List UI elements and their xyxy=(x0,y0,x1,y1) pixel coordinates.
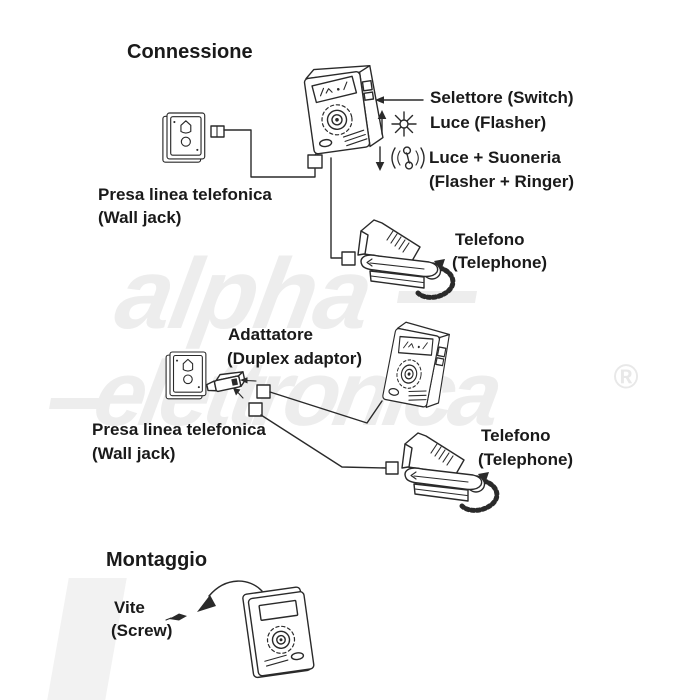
flasher-ringer-label-line1: Luce + Suoneria xyxy=(429,148,561,167)
flasher-ringer-label-line2: (Flasher + Ringer) xyxy=(429,172,575,191)
telephone-2-label-line2: (Telephone) xyxy=(478,450,574,469)
flasher-label: Luce (Flasher) xyxy=(430,113,547,132)
screw-icon xyxy=(165,613,187,621)
telephone-1-label-line1: Telefono xyxy=(455,230,525,249)
line-connector-b xyxy=(248,402,263,417)
wire-connector-a-to-flasher2 xyxy=(269,391,383,424)
wall-unit-front xyxy=(242,586,315,679)
selector-label: Selettore (Switch) xyxy=(430,88,574,107)
duplex-adaptor xyxy=(206,371,246,393)
wall-jack-1 xyxy=(162,112,206,163)
telephone-2-connector xyxy=(385,461,399,475)
screw-label-line2: (Screw) xyxy=(111,621,173,640)
wall-jack-1-label-line1: Presa linea telefonica xyxy=(98,185,272,204)
wire-jack1-to-flasher1 xyxy=(223,129,323,178)
down-arrow-icon xyxy=(375,146,385,171)
wall-jack-2 xyxy=(165,351,207,400)
wire-flasher1-to-phone1 xyxy=(330,157,356,266)
flasher-unit-1 xyxy=(302,60,385,155)
wall-jack-2-label-line2: (Wall jack) xyxy=(92,444,176,463)
watermark-registered-mark: ® xyxy=(613,358,639,396)
wall-jack-2-label-line1: Presa linea telefonica xyxy=(92,420,266,439)
telephone-1-label-line2: (Telephone) xyxy=(452,253,548,272)
ringing-handset-icon xyxy=(391,146,425,170)
screw-label-line1: Vite xyxy=(114,598,145,617)
adaptor-label-line1: Adattatore xyxy=(228,325,314,344)
telephone-2-label-line1: Telefono xyxy=(481,426,551,445)
adaptor-label-line2: (Duplex adaptor) xyxy=(227,349,363,368)
wall-jack-1-label-line2: (Wall jack) xyxy=(98,208,182,227)
telephone-1 xyxy=(358,220,453,297)
up-arrow-icon xyxy=(377,110,387,135)
flash-burst-icon xyxy=(391,111,417,137)
flasher-unit-2 xyxy=(381,319,454,411)
curved-arrow-icon xyxy=(197,580,263,612)
line-connector-a xyxy=(256,384,271,399)
wire-connector-b-to-phone2 xyxy=(260,414,387,469)
adaptor-pointer-arrow xyxy=(233,377,257,399)
wall-jack-1-connector xyxy=(210,125,225,138)
connection-section-title: Connessione xyxy=(127,41,253,63)
left-arrow-icon xyxy=(375,96,424,104)
mounting-section-title: Montaggio xyxy=(106,549,208,571)
